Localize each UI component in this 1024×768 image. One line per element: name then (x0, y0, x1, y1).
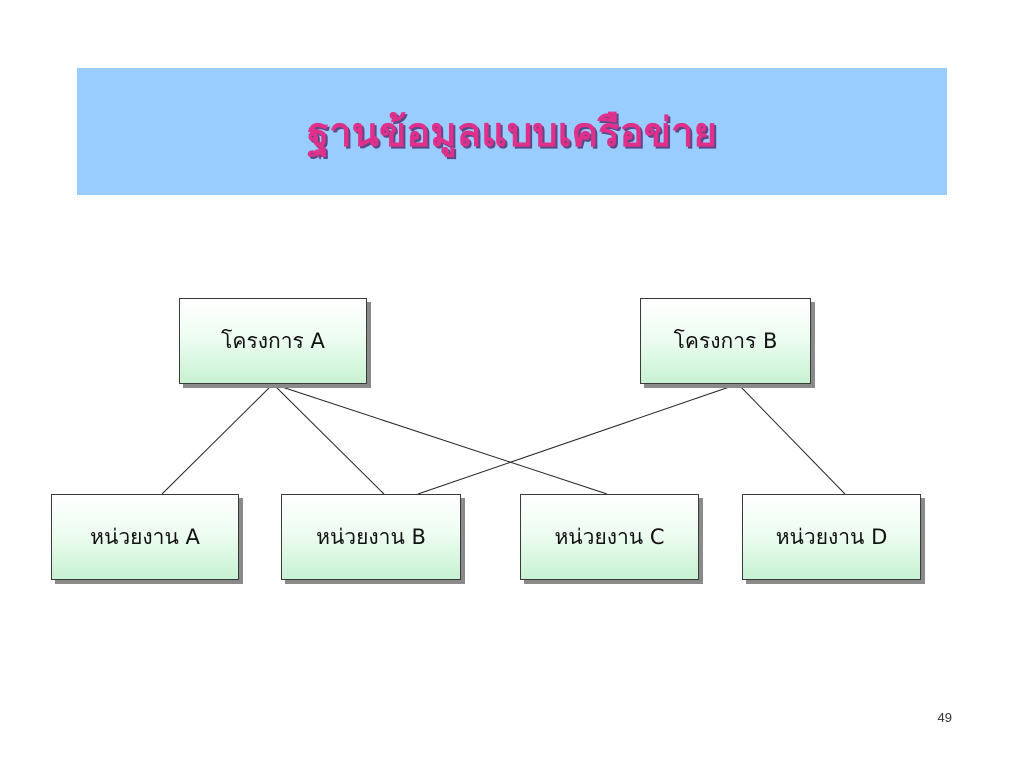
node-label: หน่วยงาน B (316, 524, 426, 549)
node-unit-b: หน่วยงาน B (281, 494, 461, 580)
node-unit-d: หน่วยงาน D (742, 494, 921, 580)
slide-title: ฐานข้อมูลแบบเครือข่าย (307, 108, 717, 156)
edge-project-b-unit-b (417, 383, 739, 495)
page-number: 49 (937, 710, 952, 725)
title-banner: ฐานข้อมูลแบบเครือข่าย (77, 68, 947, 195)
node-label: หน่วยงาน D (775, 524, 888, 549)
edge-project-a-unit-a (161, 383, 274, 495)
node-project-a: โครงการ A (179, 298, 367, 384)
node-unit-c: หน่วยงาน C (520, 494, 699, 580)
node-label: โครงการ A (221, 328, 325, 353)
node-label: หน่วยงาน A (90, 524, 200, 549)
edge-project-a-unit-c (272, 383, 608, 495)
node-project-b: โครงการ B (640, 298, 811, 384)
edge-project-b-unit-d (737, 383, 846, 495)
node-label: หน่วยงาน C (554, 524, 665, 549)
node-unit-a: หน่วยงาน A (51, 494, 239, 580)
node-label: โครงการ B (673, 328, 778, 353)
edge-project-a-unit-b (272, 383, 385, 495)
